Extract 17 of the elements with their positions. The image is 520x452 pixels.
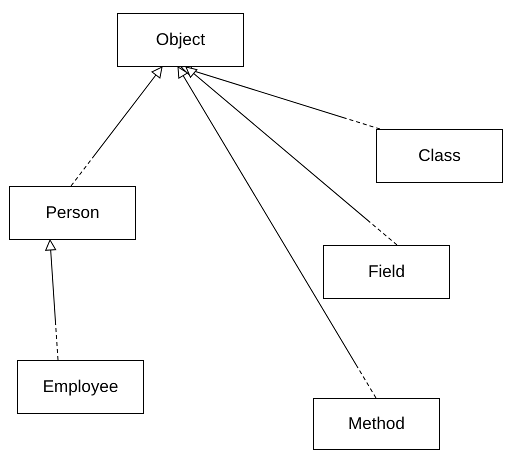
inheritance-arrow <box>70 66 162 186</box>
class-box <box>313 398 440 450</box>
class-box <box>17 360 144 414</box>
class-name: Employee <box>42 377 118 397</box>
inheritance-arrow <box>45 240 58 360</box>
class-box <box>117 13 244 67</box>
class-box <box>9 186 136 240</box>
class-box <box>323 245 450 299</box>
class-name: Field <box>368 262 405 282</box>
class-name: Method <box>348 414 405 434</box>
inheritance-arrow <box>186 66 398 246</box>
inheritance-arrow <box>180 64 380 130</box>
class-name: Object <box>156 30 206 50</box>
class-name: Class <box>418 146 461 166</box>
inheritance-arrow <box>178 66 376 398</box>
class-name: Person <box>46 203 100 223</box>
class-box <box>376 129 503 183</box>
